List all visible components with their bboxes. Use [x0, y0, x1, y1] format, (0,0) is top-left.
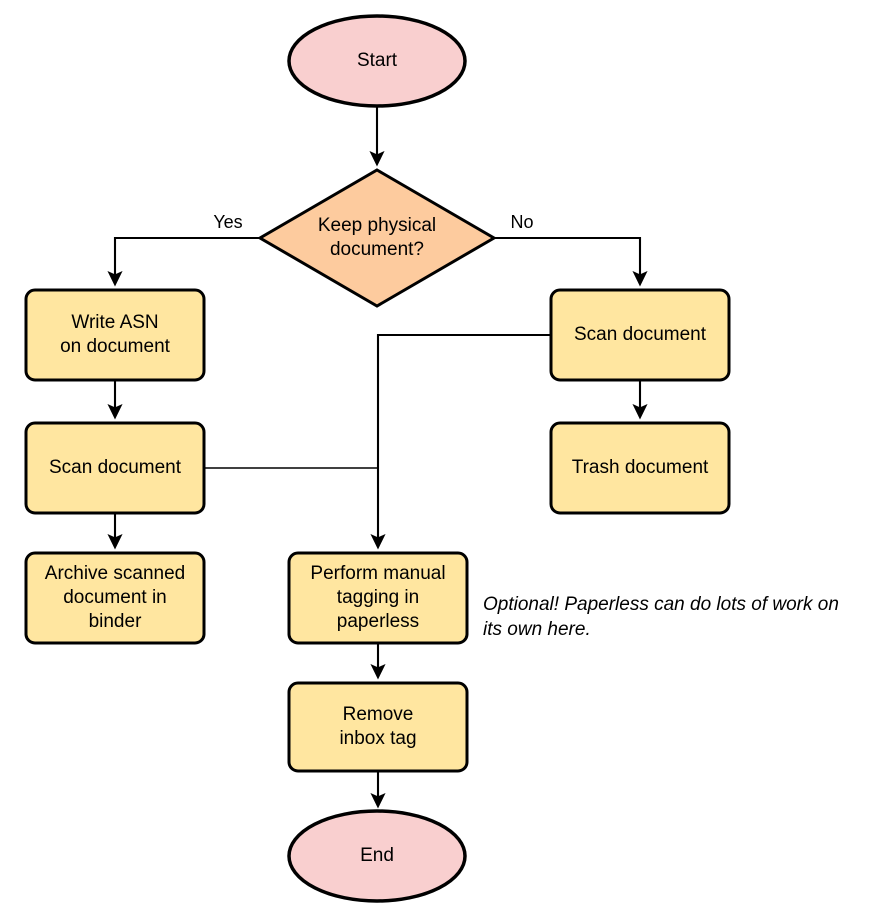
node-label: paperless — [337, 611, 419, 632]
edge-path — [494, 236, 648, 287]
node-shape-process[interactable] — [549, 421, 731, 515]
node-shape-terminator[interactable] — [287, 809, 467, 903]
edge-decision-yes-to-write-asn: Yes — [107, 212, 260, 287]
node-start[interactable]: Start — [287, 14, 467, 108]
node-decision[interactable]: Keep physical document? — [257, 168, 497, 308]
node-shape-terminator[interactable] — [287, 14, 467, 108]
node-shape-process[interactable] — [24, 288, 206, 382]
node-scan-right[interactable]: Scan document — [549, 288, 731, 382]
node-manual-tagging[interactable]: Perform manual tagging in paperless — [287, 551, 469, 645]
node-label: Scan document — [49, 457, 182, 478]
node-trash[interactable]: Trash document — [549, 421, 731, 515]
node-shape-process[interactable] — [549, 288, 731, 382]
node-label: document? — [330, 239, 424, 260]
node-label: on document — [60, 336, 171, 357]
node-archive-binder[interactable]: Archive scanned document in binder — [24, 551, 206, 645]
note-optional-note: Optional! Paperless can do lots of work … — [483, 594, 839, 640]
node-shape-process[interactable] — [287, 681, 469, 773]
node-label: Remove — [343, 704, 414, 725]
node-label: Archive scanned — [45, 563, 185, 584]
node-label: inbox tag — [339, 728, 416, 749]
note-line: its own here. — [483, 619, 591, 640]
node-label: document in — [63, 587, 167, 608]
node-remove-inbox-tag[interactable]: Remove inbox tag — [287, 681, 469, 773]
edges-layer: Yes No — [107, 106, 648, 809]
node-label: Scan document — [574, 324, 707, 345]
node-label: End — [360, 845, 394, 866]
notes-layer: Optional! Paperless can do lots of work … — [483, 594, 839, 640]
node-label: Keep physical — [318, 215, 436, 236]
node-label: binder — [89, 611, 142, 632]
edge-label-yes: Yes — [213, 212, 242, 232]
node-end[interactable]: End — [287, 809, 467, 903]
node-shape-process[interactable] — [287, 551, 469, 645]
node-write-asn[interactable]: Write ASN on document — [24, 288, 206, 382]
node-label: Write ASN — [71, 312, 158, 333]
note-line: Optional! Paperless can do lots of work … — [483, 594, 839, 615]
node-label: Perform manual — [310, 563, 445, 584]
node-shape-decision[interactable] — [257, 168, 497, 308]
edge-path — [370, 333, 551, 550]
edge-label-no: No — [510, 212, 533, 232]
edge-path — [107, 236, 260, 287]
node-label: Start — [357, 50, 398, 71]
node-shape-process[interactable] — [24, 551, 206, 645]
edge-decision-no-to-scan-right: No — [494, 212, 648, 287]
node-label: Trash document — [572, 457, 709, 478]
node-label: tagging in — [337, 587, 419, 608]
edge-scan-right-to-manual-tagging — [370, 333, 551, 550]
node-shape-process[interactable] — [24, 421, 206, 515]
node-scan-left[interactable]: Scan document — [24, 421, 206, 515]
